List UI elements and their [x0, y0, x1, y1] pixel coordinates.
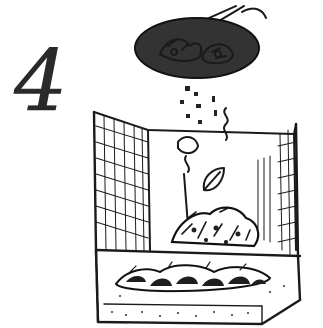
compost-pile-icon — [172, 208, 258, 246]
step-number: 4 — [13, 32, 67, 130]
leaf-icon — [204, 168, 224, 190]
soil-layer — [116, 262, 270, 291]
falling-scraps — [180, 86, 217, 124]
steam-icon — [224, 108, 228, 140]
food-scraps-icon — [135, 18, 259, 78]
